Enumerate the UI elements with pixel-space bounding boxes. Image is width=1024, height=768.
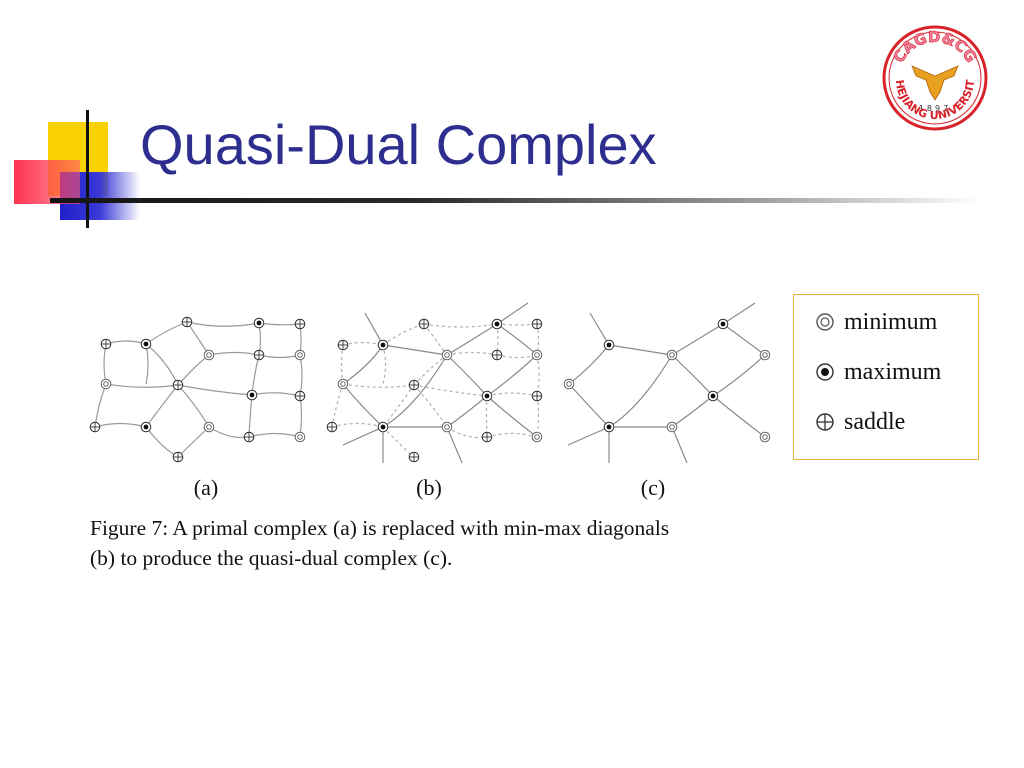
legend-item-saddle: saddle (814, 408, 905, 436)
maximum-icon (246, 389, 258, 401)
figure-caption: Figure 7: A primal complex (a) is replac… (90, 513, 810, 573)
saddle-icon (408, 379, 420, 391)
saddle-icon (294, 318, 306, 330)
university-logo: CAGD&CG 1897 ZHEJIANG UNIVERSITY (882, 16, 988, 131)
minimum-icon (294, 431, 306, 443)
saddle-icon (531, 318, 543, 330)
legend-item-minimum: minimum (814, 308, 937, 336)
slide-title: Quasi-Dual Complex (140, 113, 657, 176)
maximum-icon (377, 339, 389, 351)
panel-a-edges (94, 321, 303, 458)
mesh-figure: (a) (b) (c) (89, 302, 771, 500)
saddle-icon (337, 339, 349, 351)
saddle-icon (181, 316, 193, 328)
panel-b-diagonals (342, 302, 538, 464)
figure-legend: minimum maximum saddle (793, 294, 979, 460)
minimum-icon (666, 421, 678, 433)
maximum-icon (717, 318, 729, 330)
minimum-icon (531, 349, 543, 361)
saddle-icon (89, 421, 101, 433)
minimum-icon (203, 421, 215, 433)
panel-b-dashed-edges (331, 323, 540, 458)
saddle-icon (253, 349, 265, 361)
minimum-icon (563, 378, 575, 390)
panel-c-edges (567, 302, 766, 464)
saddle-icon (172, 379, 184, 391)
minimum-icon (100, 378, 112, 390)
minimum-icon (337, 378, 349, 390)
saddle-icon (172, 451, 184, 463)
saddle-icon (481, 431, 493, 443)
saddle-icon (491, 349, 503, 361)
maximum-icon (140, 338, 152, 350)
legend-label-minimum: minimum (844, 308, 938, 335)
minimum-icon (531, 431, 543, 443)
maximum-icon (481, 390, 493, 402)
saddle-icon (243, 431, 255, 443)
minimum-icon (441, 421, 453, 433)
saddle-icon (100, 338, 112, 350)
decor-vertical-line (86, 110, 89, 228)
saddle-icon (816, 413, 834, 431)
saddle-icon (294, 390, 306, 402)
minimum-icon (441, 349, 453, 361)
minimum-icon (759, 431, 771, 443)
title-underline (50, 198, 980, 203)
minimum-icon (666, 349, 678, 361)
saddle-icon (531, 390, 543, 402)
logo-year: 1897 (919, 104, 951, 113)
panel-label-b: (b) (416, 475, 442, 500)
maximum-icon (707, 390, 719, 402)
minimum-icon (203, 349, 215, 361)
maximum-icon (140, 421, 152, 433)
maximum-icon (816, 363, 834, 381)
caption-line-1: Figure 7: A primal complex (a) is replac… (90, 516, 670, 540)
panel-label-a: (a) (194, 475, 218, 500)
legend-label-maximum: maximum (844, 358, 942, 385)
legend-item-maximum: maximum (814, 358, 941, 386)
vertex-markers (89, 316, 771, 463)
panel-label-c: (c) (641, 475, 665, 500)
decor-red-square (14, 160, 80, 204)
eagle-emblem-icon (911, 65, 959, 101)
saddle-icon (418, 318, 430, 330)
minimum-icon (816, 313, 834, 331)
maximum-icon (377, 421, 389, 433)
saddle-icon (408, 451, 420, 463)
minimum-icon (759, 349, 771, 361)
saddle-icon (326, 421, 338, 433)
legend-label-saddle: saddle (844, 408, 906, 435)
maximum-icon (603, 421, 615, 433)
minimum-icon (294, 349, 306, 361)
caption-line-2: (b) to produce the quasi-dual complex (c… (90, 546, 453, 570)
maximum-icon (491, 318, 503, 330)
maximum-icon (603, 339, 615, 351)
maximum-icon (253, 317, 265, 329)
